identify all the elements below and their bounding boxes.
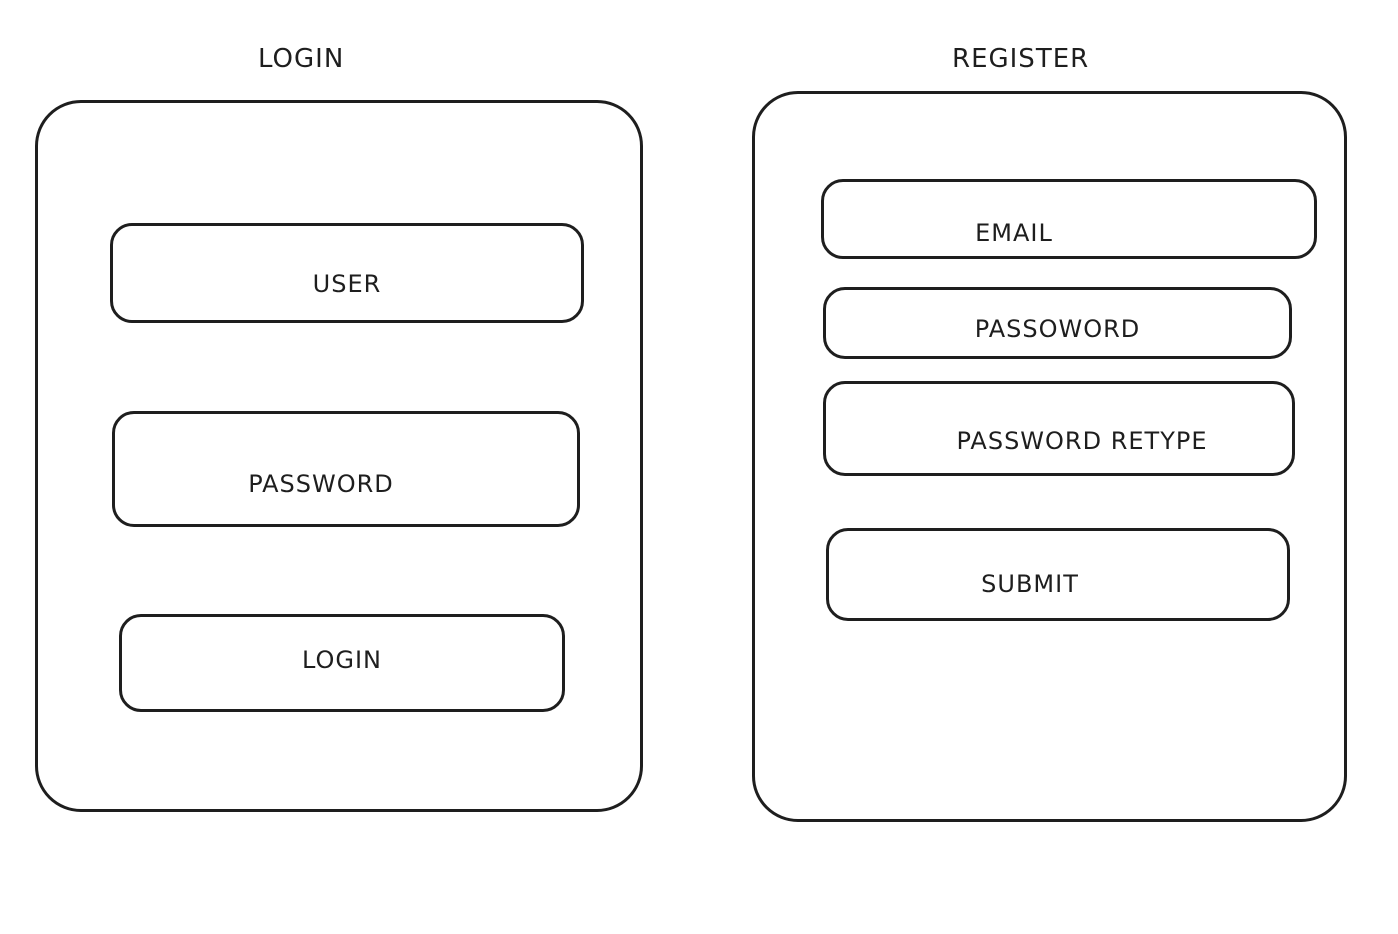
password-retype-input-label: PASSWORD RETYPE: [956, 426, 1208, 455]
email-input-label: EMAIL: [975, 219, 1053, 247]
password-retype-input[interactable]: PASSWORD RETYPE: [823, 381, 1295, 476]
submit-button[interactable]: SUBMIT: [826, 528, 1290, 621]
register-title: REGISTER: [952, 44, 1090, 74]
email-input[interactable]: EMAIL: [821, 179, 1317, 259]
register-panel: [752, 91, 1347, 822]
login-title: LOGIN: [258, 44, 345, 74]
password-input-label: PASSWORD: [248, 470, 394, 498]
password-input[interactable]: PASSWORD: [112, 411, 580, 527]
login-button[interactable]: LOGIN: [119, 614, 565, 712]
user-input-label: USER: [312, 270, 382, 298]
submit-button-label: SUBMIT: [981, 569, 1079, 598]
login-button-label: LOGIN: [301, 646, 383, 674]
register-password-input-label: PASSOWORD: [974, 315, 1141, 343]
register-password-input[interactable]: PASSOWORD: [823, 287, 1292, 359]
login-panel: [35, 100, 643, 812]
user-input[interactable]: USER: [110, 223, 584, 323]
